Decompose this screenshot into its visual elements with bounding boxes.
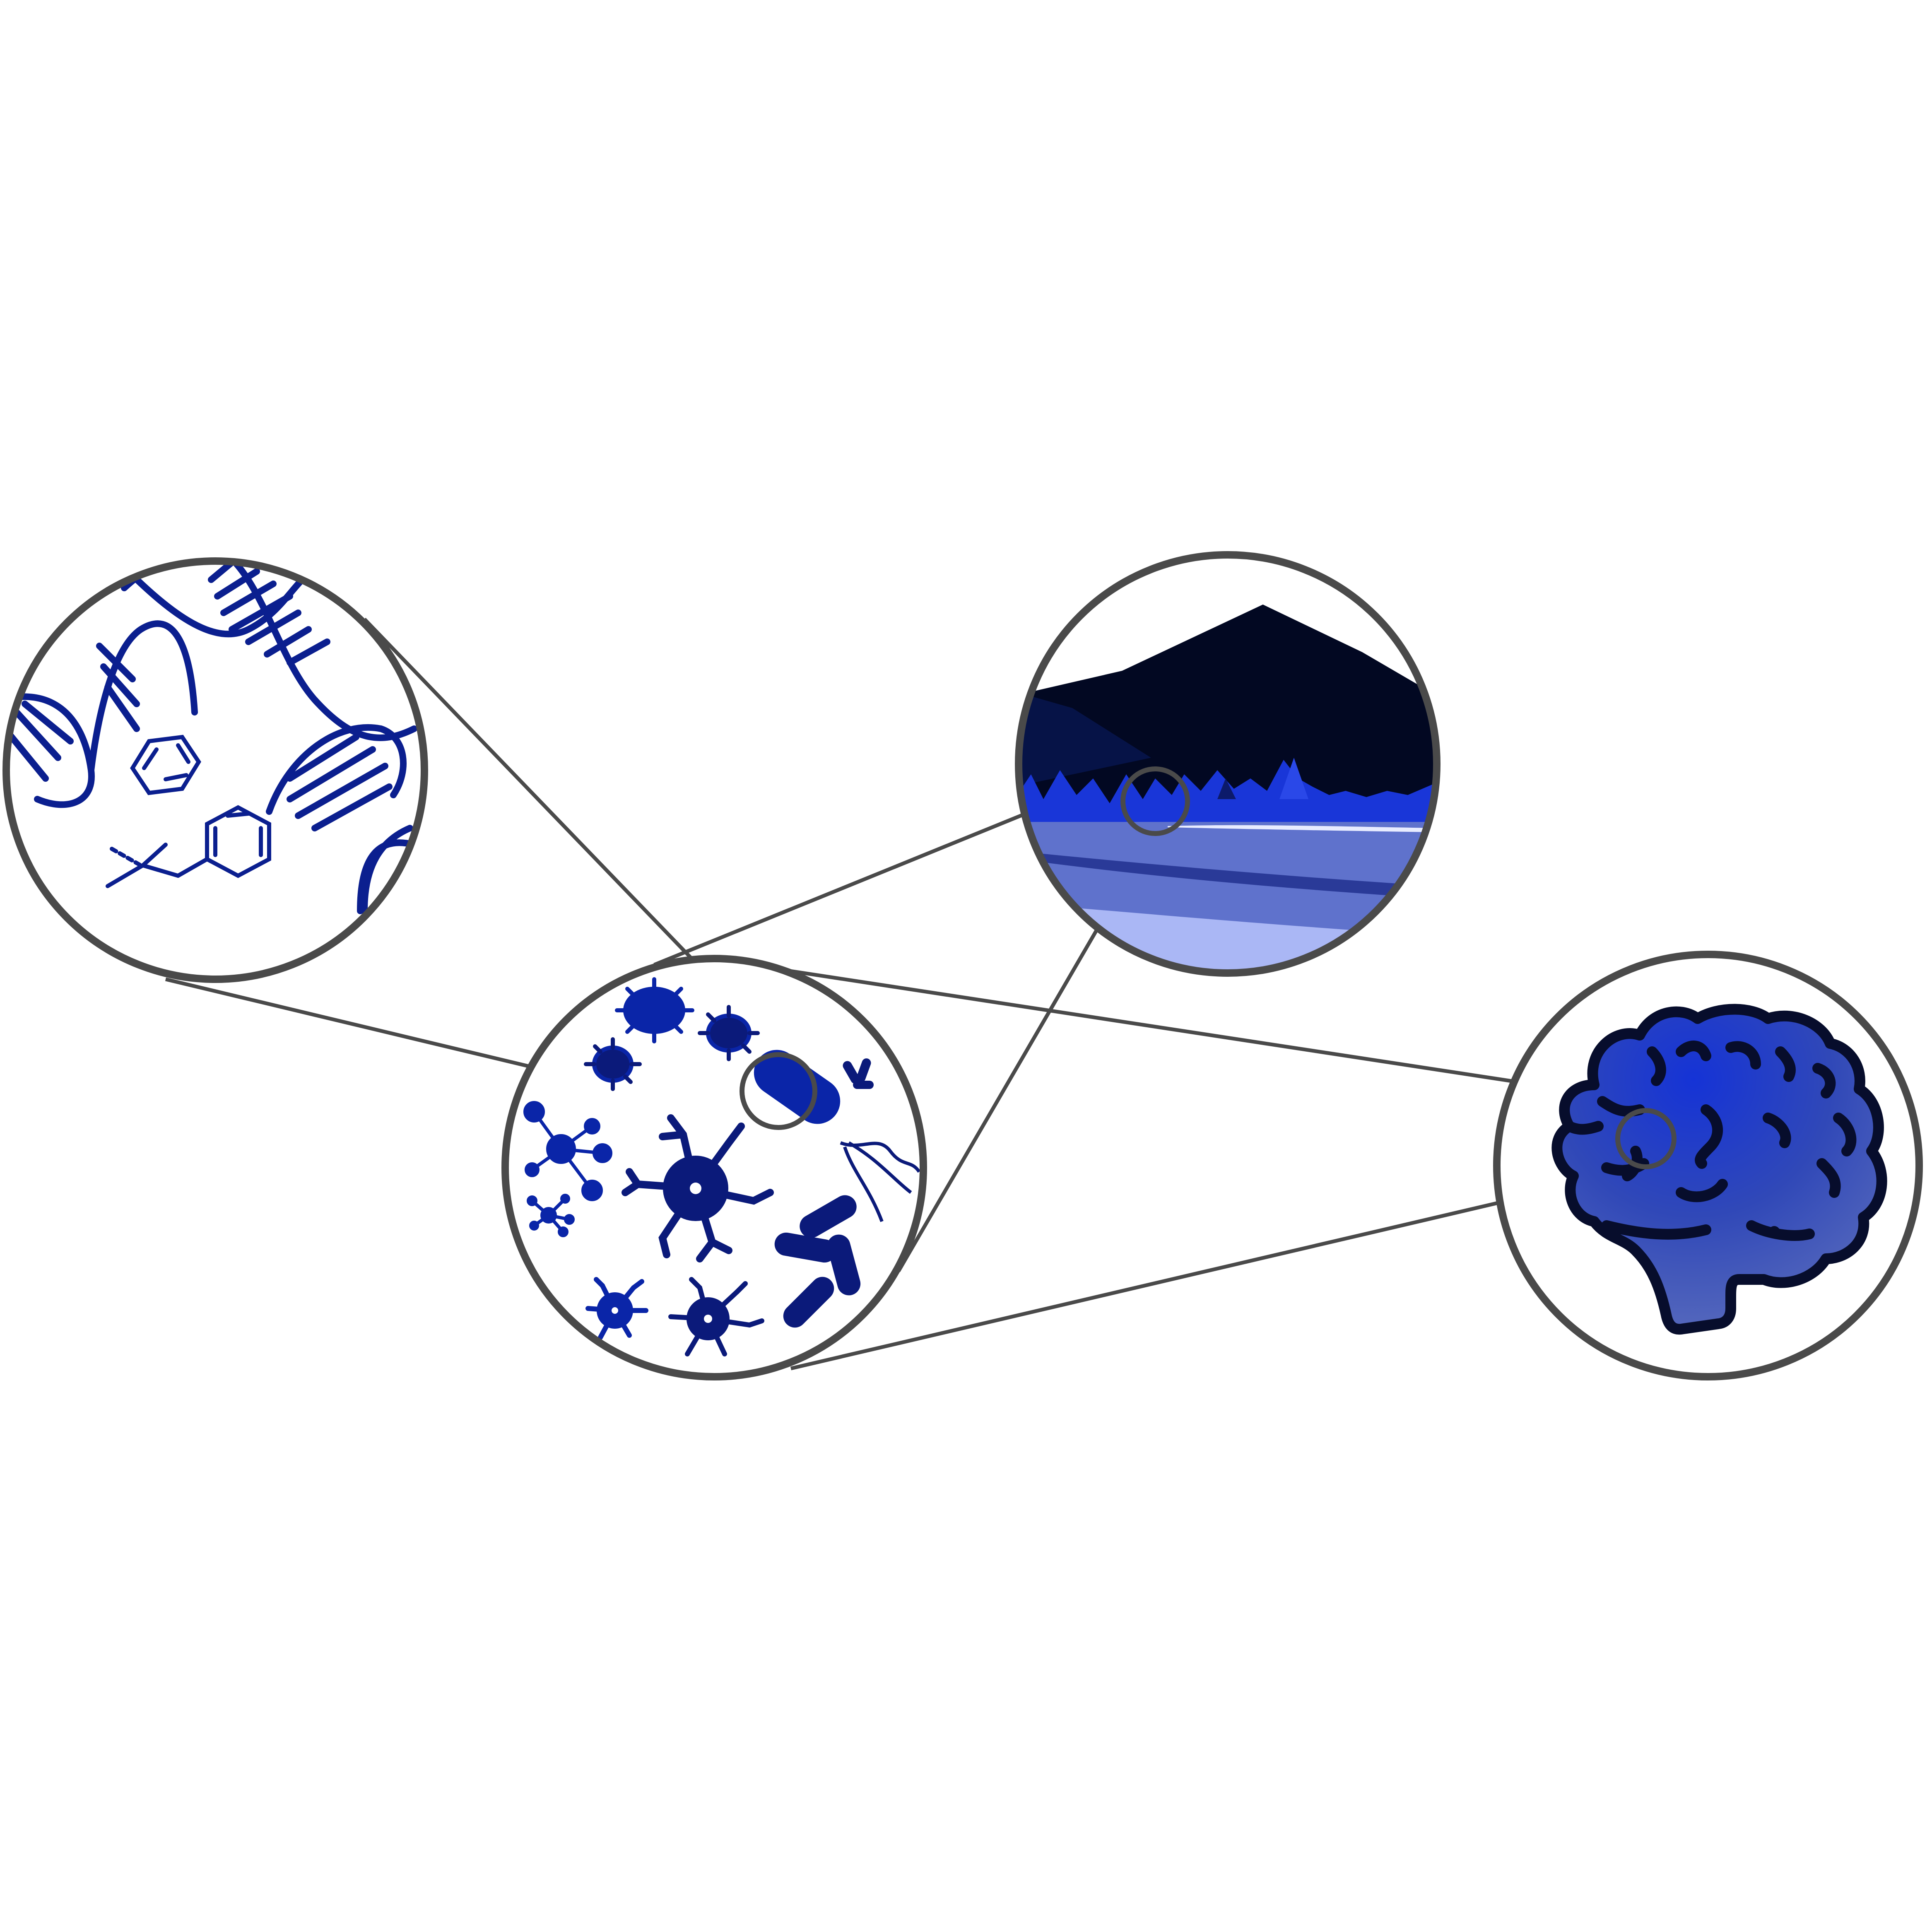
neuron-cell-icon [622,1114,774,1262]
small-bacteria-icon [843,1058,874,1089]
virus-cluster-icon [584,977,760,1091]
small-neuron-icon [585,1277,764,1356]
field-dark-band [1035,853,1437,899]
brain-circle [1493,951,1923,1380]
connector-brain-upper [749,963,1632,1101]
brain-zoom-marker [1615,1108,1677,1169]
dna-molecule-circle [2,557,428,983]
mountain-shade [1019,691,1151,787]
microbe-zoom-marker [740,1052,817,1130]
microbes-cells-circle [501,955,927,1380]
benzyl-ring-icon [106,805,271,888]
rod-bacteria-icon [774,1195,861,1328]
landscape-zoom-marker [1120,766,1190,836]
landscape-circle [1015,551,1441,977]
bacterium-large-icon [754,1050,921,1222]
mountain-peak [1019,605,1437,828]
tree-line [1019,758,1437,824]
molecule-network-icon [523,1101,612,1237]
benzene-ring-icon [130,735,201,795]
dna-helix-icon [6,561,417,914]
